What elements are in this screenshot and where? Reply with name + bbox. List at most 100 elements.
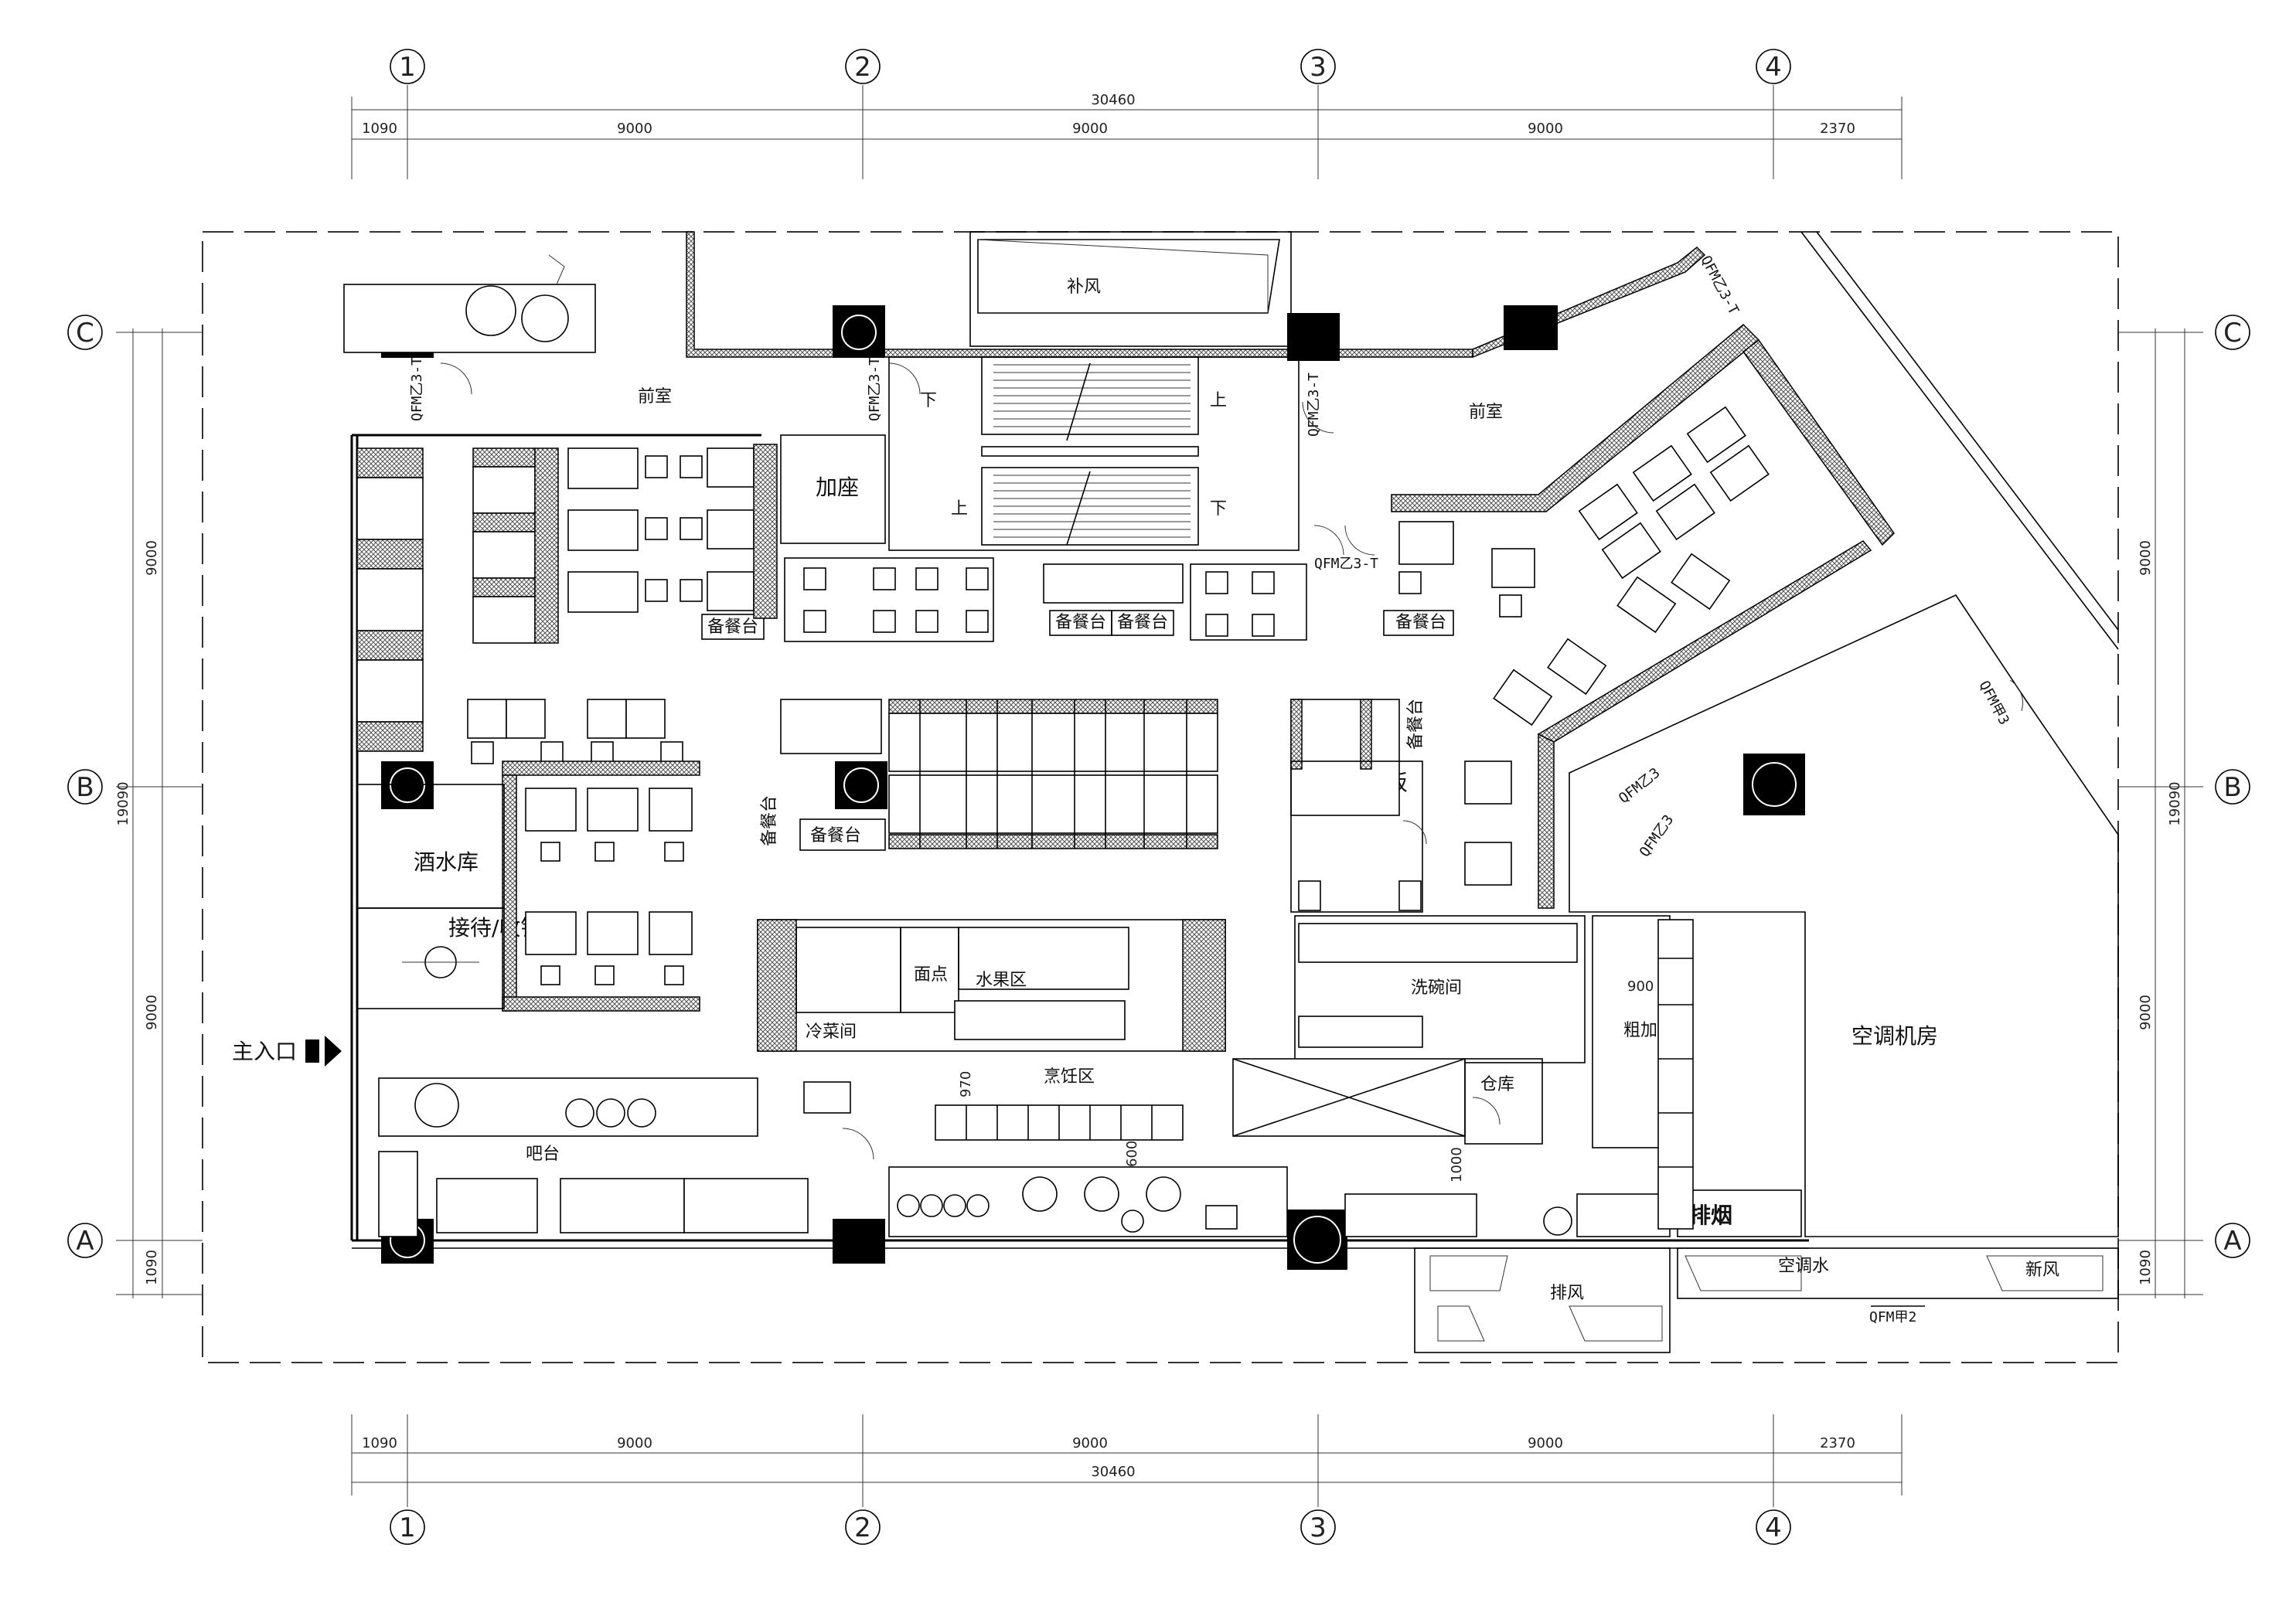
axis-col-1-top: 1	[399, 52, 416, 83]
dining-block-diagonal	[1398, 406, 1770, 886]
dim-left-seg-1: 9000	[144, 540, 160, 576]
dining-block-center	[780, 699, 1400, 849]
service-station-5: 备餐台	[810, 826, 861, 846]
room-storage: 仓库	[1480, 1075, 1514, 1094]
room-main-entrance: 主入口	[232, 1039, 297, 1064]
dim-seg-top-5: 2370	[1820, 121, 1855, 137]
bottom-dimensions: 1090 9000 9000 9000 2370 30460 1 2 3 4	[351, 1414, 1903, 1545]
dim-total-bottom: 30460	[1091, 1464, 1135, 1480]
dim-1000: 1000	[1449, 1147, 1465, 1182]
room-bar: 吧台	[526, 1145, 560, 1164]
exhaust-smoke-box: 排烟	[1677, 1189, 1802, 1237]
top-dimensions: 30460 1090 9000 9000 9000 2370 1 2 3 4	[351, 49, 1903, 179]
room-wine-storage: 酒水库	[414, 849, 479, 875]
room-exhaust-smoke: 排烟	[1689, 1203, 1732, 1228]
axis-col-4-bottom: 4	[1765, 1512, 1782, 1543]
room-extra-seating: 加座	[816, 475, 859, 500]
service-station-3: 备餐台	[1117, 613, 1168, 632]
dim-right-seg-1: 9000	[2138, 540, 2154, 576]
service-stations: 备餐台 备餐台 备餐台 备餐台 备餐台 备餐台 备餐台	[701, 610, 1454, 851]
dim-left-seg-2: 9000	[144, 995, 160, 1030]
dim-seg-top-3: 9000	[1072, 121, 1108, 137]
room-front-room-right: 前室	[1469, 403, 1503, 422]
room-front-room-left: 前室	[638, 387, 672, 407]
axis-row-b-left: B	[76, 772, 94, 803]
door-label-2: QFM乙3-T	[867, 357, 883, 421]
service-station-2: 备餐台	[1055, 613, 1106, 632]
kitchen: 970 600 1000	[378, 915, 1694, 1237]
door-label-8: QFM乙3	[1637, 812, 1677, 860]
column-a3	[1287, 1210, 1347, 1270]
dining-block-top-middle	[780, 434, 1307, 642]
room-ac-room: 空调机房	[1851, 1023, 1938, 1049]
dim-right-total: 19090	[2167, 781, 2183, 825]
dim-total-top: 30460	[1091, 92, 1135, 108]
dining-block-top-left	[472, 444, 778, 644]
dim-right-seg-3: 1090	[2138, 1250, 2154, 1285]
room-ac-water: 空调水	[1778, 1257, 1829, 1276]
service-station-6: 备餐台	[760, 795, 779, 846]
door-label-5: QFM乙3-T	[1698, 253, 1742, 317]
room-supply-air: 补风	[1067, 277, 1101, 297]
dim-right-seg-2: 9000	[2138, 995, 2154, 1030]
dining-block-left-middle	[467, 699, 700, 1012]
supply-air-duct: 补风	[977, 239, 1280, 314]
left-dimensions: 19090 9000 9000 1090 C B A	[67, 315, 203, 1298]
column-a2	[833, 1219, 885, 1264]
door-labels: QFM乙3-T QFM乙3-T QFM乙3-T QFM乙3-T QFM乙3-T …	[409, 253, 2012, 1325]
rice-cooking-room	[1290, 760, 1423, 913]
door-label-1: QFM乙3-T	[409, 357, 425, 421]
room-fruit: 水果区	[976, 971, 1027, 990]
door-label-9: QFM甲2	[1869, 1309, 1916, 1325]
axis-row-b-right: B	[2223, 772, 2241, 803]
door-label-7: QFM乙3	[1616, 765, 1663, 807]
staircase: 下 上 上 下	[920, 356, 1227, 546]
dim-seg-bottom-5: 2370	[1820, 1435, 1855, 1451]
door-label-4: QFM乙3-T	[1314, 556, 1378, 572]
bottom-ducts	[1414, 1247, 2119, 1353]
dim-seg-bottom-2: 9000	[617, 1435, 652, 1451]
stair-label-down-1: 下	[920, 391, 937, 410]
dim-600: 600	[1124, 1141, 1140, 1167]
right-dimensions: 19090 9000 9000 1090 C B A	[2118, 315, 2250, 1298]
room-noodle: 面点	[914, 965, 948, 985]
stair-label-up-1: 上	[1210, 391, 1227, 410]
wine-storage-room	[356, 784, 505, 1009]
axis-col-4-top: 4	[1765, 52, 1782, 83]
room-dishwashing: 洗碗间	[1411, 978, 1462, 998]
service-station-1: 备餐台	[707, 618, 758, 637]
axis-row-c-right: C	[2223, 318, 2242, 349]
axis-row-c-left: C	[76, 318, 94, 349]
door-label-6: QFM甲3	[1976, 678, 2012, 727]
site-boundary	[202, 231, 2119, 1363]
stair-label-down-2: 下	[1210, 499, 1227, 519]
axis-row-a-left: A	[76, 1226, 94, 1257]
room-fresh-air: 新风	[2025, 1261, 2059, 1280]
top-left-equipment	[343, 254, 596, 353]
axis-col-2-bottom: 2	[854, 1512, 871, 1543]
dim-seg-bottom-4: 9000	[1528, 1435, 1563, 1451]
dim-970: 970	[958, 1071, 974, 1097]
dim-seg-top-1: 1090	[362, 121, 397, 137]
entrance-arrow	[305, 1036, 342, 1067]
column-c3	[1287, 313, 1340, 361]
dim-seg-top-4: 9000	[1528, 121, 1563, 137]
column-c4	[1504, 305, 1558, 350]
column-b4	[1743, 754, 1805, 815]
dim-seg-bottom-3: 9000	[1072, 1435, 1108, 1451]
room-cooking: 烹饪区	[1044, 1067, 1095, 1087]
service-station-7: 备餐台	[1406, 699, 1426, 750]
axis-col-2-top: 2	[854, 52, 871, 83]
axis-col-3-top: 3	[1310, 52, 1327, 83]
dim-left-total: 19090	[115, 781, 131, 825]
door-swings	[440, 362, 2024, 1160]
service-station-4: 备餐台	[1395, 613, 1446, 632]
axis-col-3-bottom: 3	[1310, 1512, 1327, 1543]
dim-seg-top-2: 9000	[617, 121, 652, 137]
door-label-3: QFM乙3-T	[1306, 373, 1322, 437]
axis-row-a-right: A	[2223, 1226, 2241, 1257]
left-booths	[356, 447, 424, 752]
room-exhaust-air: 排风	[1550, 1284, 1584, 1303]
dim-seg-bottom-1: 1090	[362, 1435, 397, 1451]
